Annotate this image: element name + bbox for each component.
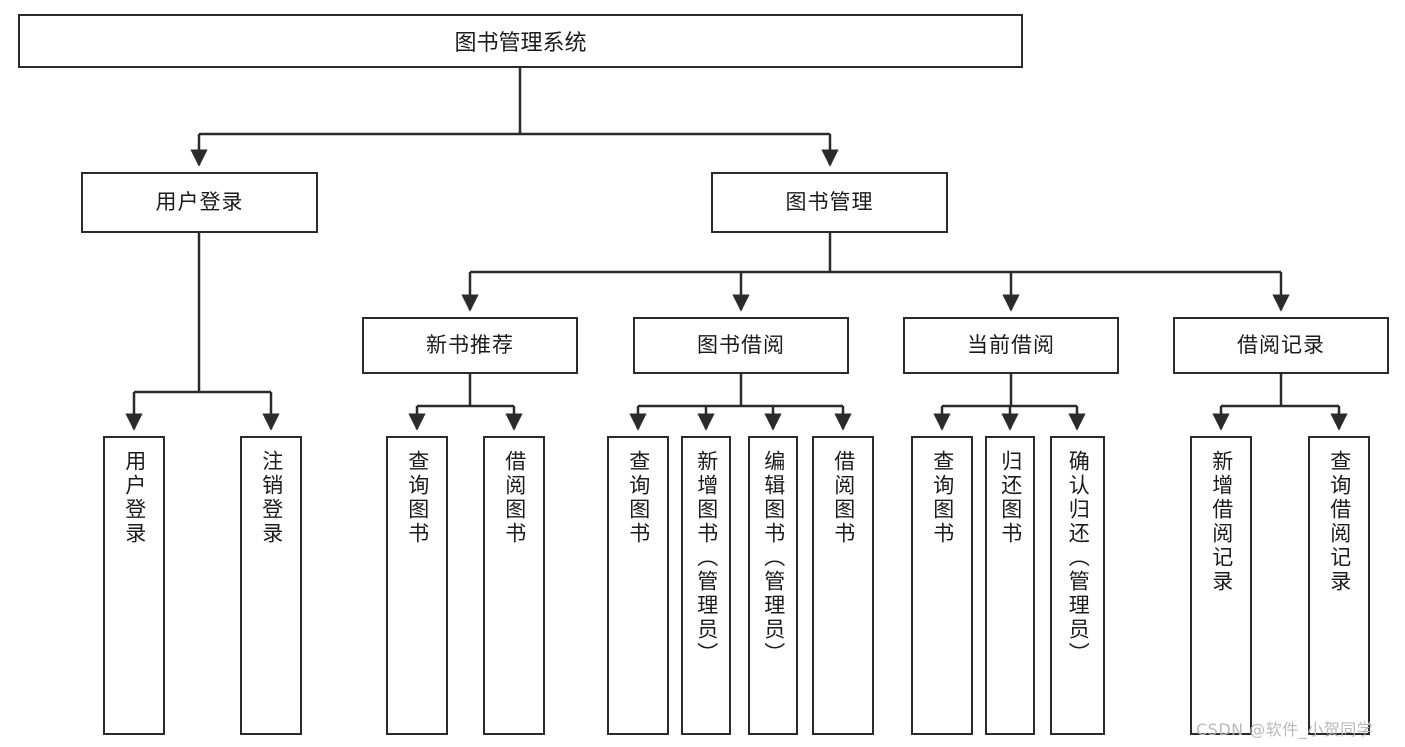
node-leaf-borrow-book-1[interactable]: 借阅图书: [483, 436, 545, 735]
node-leaf-add-book-label: 新增图书（管理员）: [694, 450, 719, 666]
node-leaf-add-record[interactable]: 新增借阅记录: [1190, 436, 1252, 735]
node-book-manage[interactable]: 图书管理: [711, 172, 948, 233]
node-new-book-recommend-label: 新书推荐: [426, 333, 514, 358]
node-leaf-query-book-2[interactable]: 查询图书: [607, 436, 669, 735]
node-leaf-query-record-label: 查询借阅记录: [1327, 450, 1352, 594]
node-book-borrow-label: 图书借阅: [697, 333, 785, 358]
watermark-text: CSDN @软件_小贺同学: [1196, 720, 1374, 739]
node-leaf-add-record-label: 新增借阅记录: [1209, 450, 1234, 594]
node-leaf-logout[interactable]: 注销登录: [240, 436, 302, 735]
node-leaf-add-book[interactable]: 新增图书（管理员）: [681, 436, 731, 735]
node-borrow-record-label: 借阅记录: [1237, 333, 1325, 358]
node-leaf-query-book-3[interactable]: 查询图书: [911, 436, 973, 735]
node-leaf-borrow-book-2[interactable]: 借阅图书: [812, 436, 874, 735]
node-user-login-label: 用户登录: [155, 190, 244, 215]
node-leaf-return-book[interactable]: 归还图书: [985, 436, 1035, 735]
node-leaf-user-login[interactable]: 用户登录: [103, 436, 165, 735]
node-leaf-confirm-return[interactable]: 确认归还（管理员）: [1050, 436, 1105, 735]
node-leaf-logout-label: 注销登录: [259, 450, 284, 546]
node-leaf-confirm-return-label: 确认归还（管理员）: [1066, 450, 1091, 666]
node-leaf-user-login-label: 用户登录: [122, 450, 147, 546]
node-leaf-borrow-book-1-label: 借阅图书: [502, 450, 527, 546]
node-new-book-recommend[interactable]: 新书推荐: [362, 317, 578, 374]
node-leaf-query-book-2-label: 查询图书: [626, 450, 651, 546]
node-leaf-query-book-1-label: 查询图书: [405, 450, 430, 546]
node-current-borrow[interactable]: 当前借阅: [903, 317, 1119, 374]
node-book-borrow[interactable]: 图书借阅: [633, 317, 849, 374]
node-borrow-record[interactable]: 借阅记录: [1173, 317, 1389, 374]
node-root-label: 图书管理系统: [454, 31, 587, 56]
node-leaf-query-book-1[interactable]: 查询图书: [386, 436, 448, 735]
node-root[interactable]: 图书管理系统: [18, 14, 1023, 68]
node-leaf-query-book-3-label: 查询图书: [930, 450, 955, 546]
node-user-login[interactable]: 用户登录: [81, 172, 318, 233]
node-leaf-return-book-label: 归还图书: [998, 450, 1023, 546]
node-leaf-query-record[interactable]: 查询借阅记录: [1308, 436, 1370, 735]
node-book-manage-label: 图书管理: [785, 190, 874, 215]
node-leaf-edit-book[interactable]: 编辑图书（管理员）: [748, 436, 798, 735]
node-current-borrow-label: 当前借阅: [967, 333, 1055, 358]
node-leaf-borrow-book-2-label: 借阅图书: [831, 450, 856, 546]
node-leaf-edit-book-label: 编辑图书（管理员）: [761, 450, 786, 666]
